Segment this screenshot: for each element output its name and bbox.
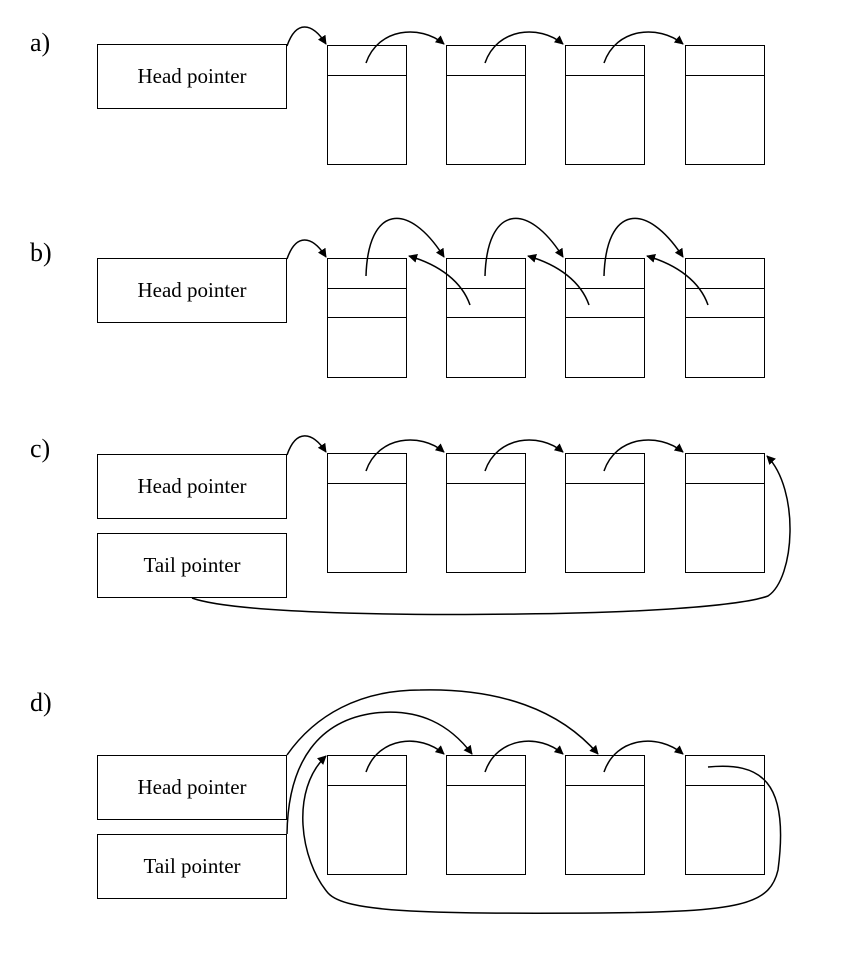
next-arrow [484,31,564,64]
tail-pointer-arrow [286,711,473,835]
next-arrow [365,217,445,277]
panel-label-a: a) [30,28,51,57]
head-pointer-arrow [286,26,327,47]
list-node [685,45,765,165]
next-arrow [603,217,684,277]
next-field [447,46,525,76]
list-node [685,258,765,378]
last-node-next-arrow [302,755,782,914]
list-node [327,453,407,573]
next-arrow [603,31,684,64]
prev-field [328,288,406,318]
list-node [565,258,645,378]
next-field [328,454,406,484]
list-node [685,453,765,573]
prev-field [566,288,644,318]
head-pointer-box: Head pointer [97,454,287,519]
list-node [685,755,765,875]
head-pointer-box: Head pointer [97,44,287,109]
prev-arrow [646,253,709,306]
next-arrow [484,217,564,277]
list-node [565,453,645,573]
next-arrow [365,31,445,64]
next-field [447,454,525,484]
next-arrow [365,439,445,472]
head-pointer-box: Head pointer [97,755,287,820]
list-node [327,45,407,165]
next-arrow [603,439,684,472]
head-pointer-box: Head pointer [97,258,287,323]
next-field [686,259,764,289]
list-node [327,755,407,875]
next-field [686,454,764,484]
list-node [446,755,526,875]
tail-pointer-box: Tail pointer [97,834,287,899]
next-field [328,756,406,786]
list-node [565,45,645,165]
next-field [566,259,644,289]
next-field [566,46,644,76]
next-field [328,259,406,289]
panel-label-d: d) [30,688,52,717]
next-arrow [484,439,564,472]
tail-pointer-box: Tail pointer [97,533,287,598]
tail-pointer-arrow [191,455,791,616]
next-arrow [365,740,445,773]
prev-field [447,288,525,318]
panel-label-b: b) [30,238,52,267]
list-node [446,45,526,165]
next-field [566,756,644,786]
next-field [686,46,764,76]
next-field [686,756,764,786]
next-field [566,454,644,484]
next-field [447,756,525,786]
prev-arrow [408,253,471,306]
next-field [447,259,525,289]
next-arrow [603,740,684,773]
head-pointer-arrow [286,689,599,756]
prev-field [686,288,764,318]
list-node [565,755,645,875]
panel-label-c: c) [30,434,51,463]
head-pointer-arrow [286,239,327,260]
list-node [446,453,526,573]
next-field [328,46,406,76]
next-arrow [484,740,564,773]
prev-arrow [527,253,590,306]
list-node [327,258,407,378]
head-pointer-arrow [286,435,327,456]
